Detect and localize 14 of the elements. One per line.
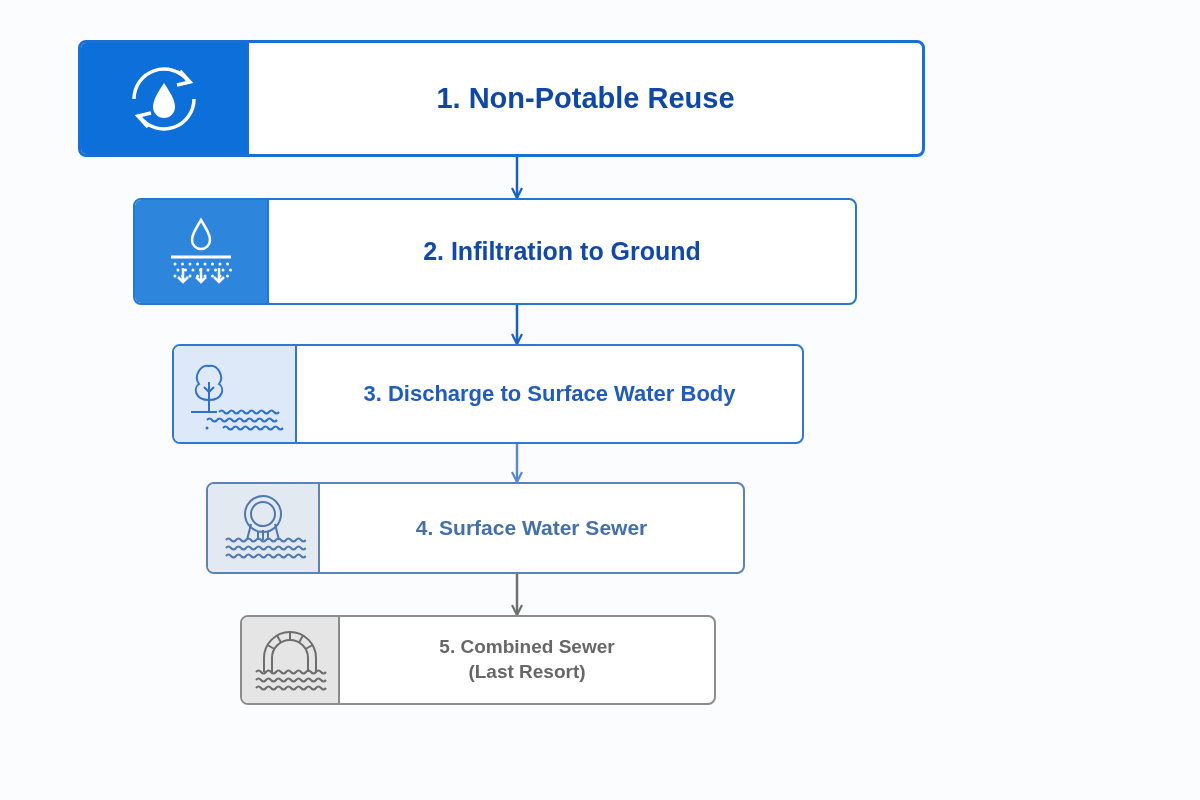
- step-label: 3. Discharge to Surface Water Body: [363, 379, 736, 408]
- step-box: [172, 344, 804, 444]
- step-box: [240, 615, 716, 705]
- arrow: [510, 157, 524, 200]
- step-box: [78, 40, 925, 157]
- arrow: [510, 574, 524, 617]
- arrow: [510, 444, 524, 484]
- step-label: 5. Combined Sewer (Last Resort): [438, 635, 616, 684]
- step-box: [133, 198, 857, 305]
- step-box: [206, 482, 745, 574]
- step-label: 4. Surface Water Sewer: [415, 515, 648, 542]
- step-label: 2. Infiltration to Ground: [423, 236, 701, 268]
- arrow: [510, 305, 524, 346]
- step-label: 1. Non-Potable Reuse: [436, 80, 735, 116]
